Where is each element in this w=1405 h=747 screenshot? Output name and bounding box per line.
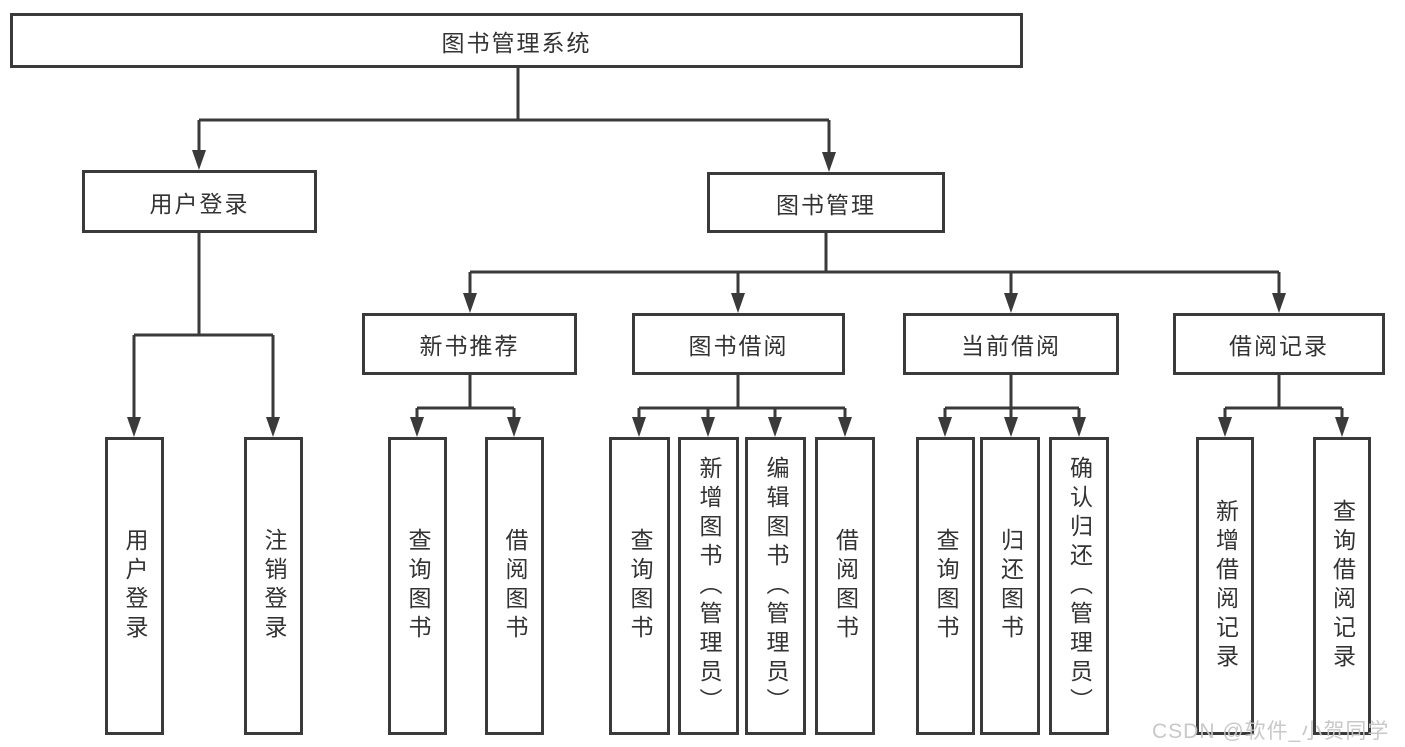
node-book-borrow: 图书借阅 [632,313,845,375]
node-book-management-label: 图书管理 [776,191,876,218]
leaf-return-book: 归还图书 [980,437,1040,735]
node-new-book-recommend-label: 新书推荐 [419,333,520,359]
leaf-borrow-books: 借阅图书 [815,437,875,735]
watermark-text: CSDN @软件_小贺同学 [1152,720,1390,743]
node-user-login-label: 用户登录 [149,190,250,217]
leaf-query-books-label: 查询图书 [933,528,959,644]
leaf-return-book-label: 归还图书 [997,528,1024,644]
node-user-login: 用户登录 [82,170,317,233]
arrowheads [127,150,1349,437]
leaf-confirm-return-admin-label: 确认归还（管理员） [1066,455,1093,717]
leaf-edit-book-admin: 编辑图书（管理员） [745,437,806,735]
leaf-borrow-books-label: 借阅图书 [832,528,859,644]
node-book-management: 图书管理 [707,172,945,233]
leaf-logout: 注销登录 [244,437,303,735]
connector-paths [132,68,1344,421]
node-borrow-records-label: 借阅记录 [1229,333,1329,359]
leaf-query-books-label: 查询图书 [627,528,653,644]
leaf-add-borrow-record-label: 新增借阅记录 [1212,499,1239,673]
leaf-query-books: 查询图书 [609,437,670,735]
node-new-book-recommend: 新书推荐 [362,313,577,375]
leaf-user-login-label: 用户登录 [122,528,148,644]
leaf-query-borrow-record: 查询借阅记录 [1313,437,1371,735]
leaf-add-borrow-record: 新增借阅记录 [1196,437,1254,735]
node-book-borrow-label: 图书借阅 [688,333,789,359]
node-root-label: 图书管理系统 [441,29,592,56]
leaf-borrow-books-label: 借阅图书 [502,528,528,644]
leaf-query-books-label: 查询图书 [405,528,431,644]
node-current-borrow-label: 当前借阅 [961,333,1061,359]
leaf-add-book-admin: 新增图书（管理员） [678,437,739,735]
leaf-confirm-return-admin: 确认归还（管理员） [1049,437,1109,735]
leaf-query-books: 查询图书 [388,437,447,735]
leaf-query-borrow-record-label: 查询借阅记录 [1329,499,1356,673]
leaf-borrow-books: 借阅图书 [485,437,544,735]
node-borrow-records: 借阅记录 [1173,313,1385,375]
node-current-borrow: 当前借阅 [903,313,1119,375]
leaf-logout-label: 注销登录 [261,528,287,644]
leaf-add-book-admin-label: 新增图书（管理员） [696,455,722,717]
node-root: 图书管理系统 [10,13,1023,68]
leaf-query-books: 查询图书 [916,437,975,735]
leaf-user-login: 用户登录 [105,437,164,735]
leaf-edit-book-admin-label: 编辑图书（管理员） [763,455,789,717]
